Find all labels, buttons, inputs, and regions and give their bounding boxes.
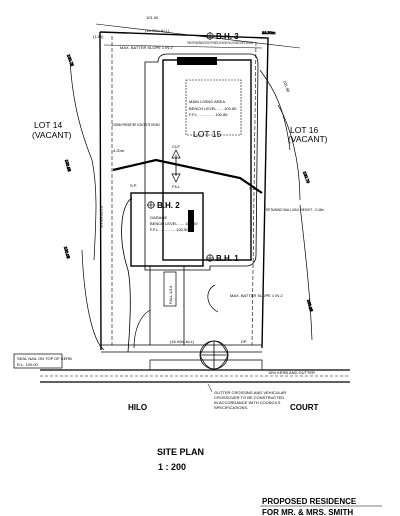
tree-symbol xyxy=(199,340,229,370)
seal-nail-box: SEAL NAIL ON TOP OF KERB R.L. 100.00 xyxy=(13,353,72,369)
project-line-1: PROPOSED RESIDENCE xyxy=(262,497,357,506)
note-spoondrain: FORM SPOONDRAIN AT EDGE OF FABRIC AS SHO… xyxy=(187,40,253,45)
note-ffl-garage: F.F.L. ............. 100.50 xyxy=(150,227,189,232)
seal-rl: R.L. 100.00 xyxy=(17,362,38,367)
kerb-note: 15% KERB AND GUTTER xyxy=(268,370,315,375)
dim-left-upper: 100.75 xyxy=(66,54,75,68)
driveway xyxy=(121,197,219,353)
dim-left-mid: 100.55 xyxy=(64,159,72,173)
garage-hatch xyxy=(188,210,194,232)
gutter-line-2: CROSSOVER TO BE CONSTRUCTED xyxy=(214,395,284,400)
top-dimension: 101.00 (16.00m.ALL) (1.50) 101.90 xyxy=(93,15,301,94)
borehole-2: B.H. 2 xyxy=(147,201,180,210)
house-footprint xyxy=(130,53,259,271)
spoondrain-box xyxy=(177,57,217,65)
cut-label: CUT xyxy=(172,144,181,149)
lot14-vacant: (VACANT) xyxy=(32,130,72,140)
note-ffl-main: F.F.L. ............. 100.85 xyxy=(189,112,228,117)
lot14-label: LOT 14 xyxy=(34,120,62,130)
easement-label: EASEMENT xyxy=(99,206,104,229)
dim-right-mid: 100.70 xyxy=(302,171,311,185)
lot16-label: LOT 16 xyxy=(290,125,318,135)
dim-lot-width-bottom: (16.00m.ALL) xyxy=(170,339,195,344)
dim-top: 101.00 xyxy=(146,15,159,20)
note-bench-main: BENCH LEVEL ..... 100.85 xyxy=(189,106,237,111)
drawing-title: SITE PLAN xyxy=(157,447,204,457)
bh2-label: B.H. 2 xyxy=(157,201,180,210)
dim-right-lower: 100.25 xyxy=(306,299,314,313)
note-retaining-wall: RETAINING WALL MAX. HEIGHT ...0.45m xyxy=(266,207,325,212)
dim-garage-offset: 4.20m xyxy=(113,148,125,153)
dim-top-right: 101.90 xyxy=(282,80,291,94)
bh3-label: B.H. 3 xyxy=(216,32,239,41)
lot16-vacant: (VACANT) xyxy=(288,134,328,144)
project-title: PROPOSED RESIDENCE FOR MR. & MRS. SMITH xyxy=(260,497,382,516)
sp-label-2: S.P. xyxy=(249,186,256,191)
lot-boundary xyxy=(99,31,269,353)
fill-label: FILL xyxy=(172,184,181,189)
lot15-label: LOT 15 xyxy=(193,129,221,139)
note-bench-garage: BENCH LEVEL ..... 100.50 xyxy=(150,221,198,226)
borehole-1: B.H. 1 xyxy=(206,254,239,263)
contours: 100.75 100.55 100.05 100.70 100.25 33.50… xyxy=(63,30,315,351)
dim-setback-top: (1.50) xyxy=(93,34,104,39)
bh1-label: B.H. 1 xyxy=(216,254,239,263)
dim-depth: 33.50m xyxy=(262,30,276,35)
note-batter-bottom: MAX. BATTER SLOPE 1 IN 2 xyxy=(230,293,283,298)
gutter-note: GUTTER CROSSING AND VEHICULAR CROSSOVER … xyxy=(207,383,286,410)
gutter-line-3: IN ACCORDANCE WITH COUNCILS xyxy=(214,400,281,405)
gutter-line-4: SPECIFICATIONS. xyxy=(214,405,248,410)
sp-label: S.P. xyxy=(130,183,137,188)
dim-left-lower: 100.05 xyxy=(63,246,71,260)
note-main-living: MAIN LIVING AREA xyxy=(189,99,225,104)
seal-nail-note: SEAL NAIL ON TOP OF KERB xyxy=(17,356,72,361)
borehole-3: B.H. 3 xyxy=(206,32,239,41)
dim-lot-width-top: (16.00m.ALL) xyxy=(145,28,170,33)
garage-fall-arrow: FALL 1/14 xyxy=(163,271,177,307)
drawing-scale: 1 : 200 xyxy=(158,462,186,472)
fall-note: FALL 1/14 xyxy=(168,285,173,304)
cut-fill-line xyxy=(112,158,263,194)
project-line-2: FOR MR. & MRS. SMITH xyxy=(262,508,353,516)
gutter-line-1: GUTTER CROSSING AND VEHICULAR xyxy=(214,390,286,395)
street-right: COURT xyxy=(290,403,319,412)
note-batter-top: MAX. BATTER SLOPE 1 IN 2 xyxy=(120,45,173,50)
note-perimeter: 1000MM PERIMETER CONCRETE PAVING xyxy=(112,122,160,127)
note-garage: GARAGE xyxy=(150,215,167,220)
road-lines xyxy=(40,359,350,383)
fall-arrow: CUT FILL xyxy=(171,144,181,189)
dp-label: DP xyxy=(241,339,247,344)
street-left: HILO xyxy=(128,403,147,412)
